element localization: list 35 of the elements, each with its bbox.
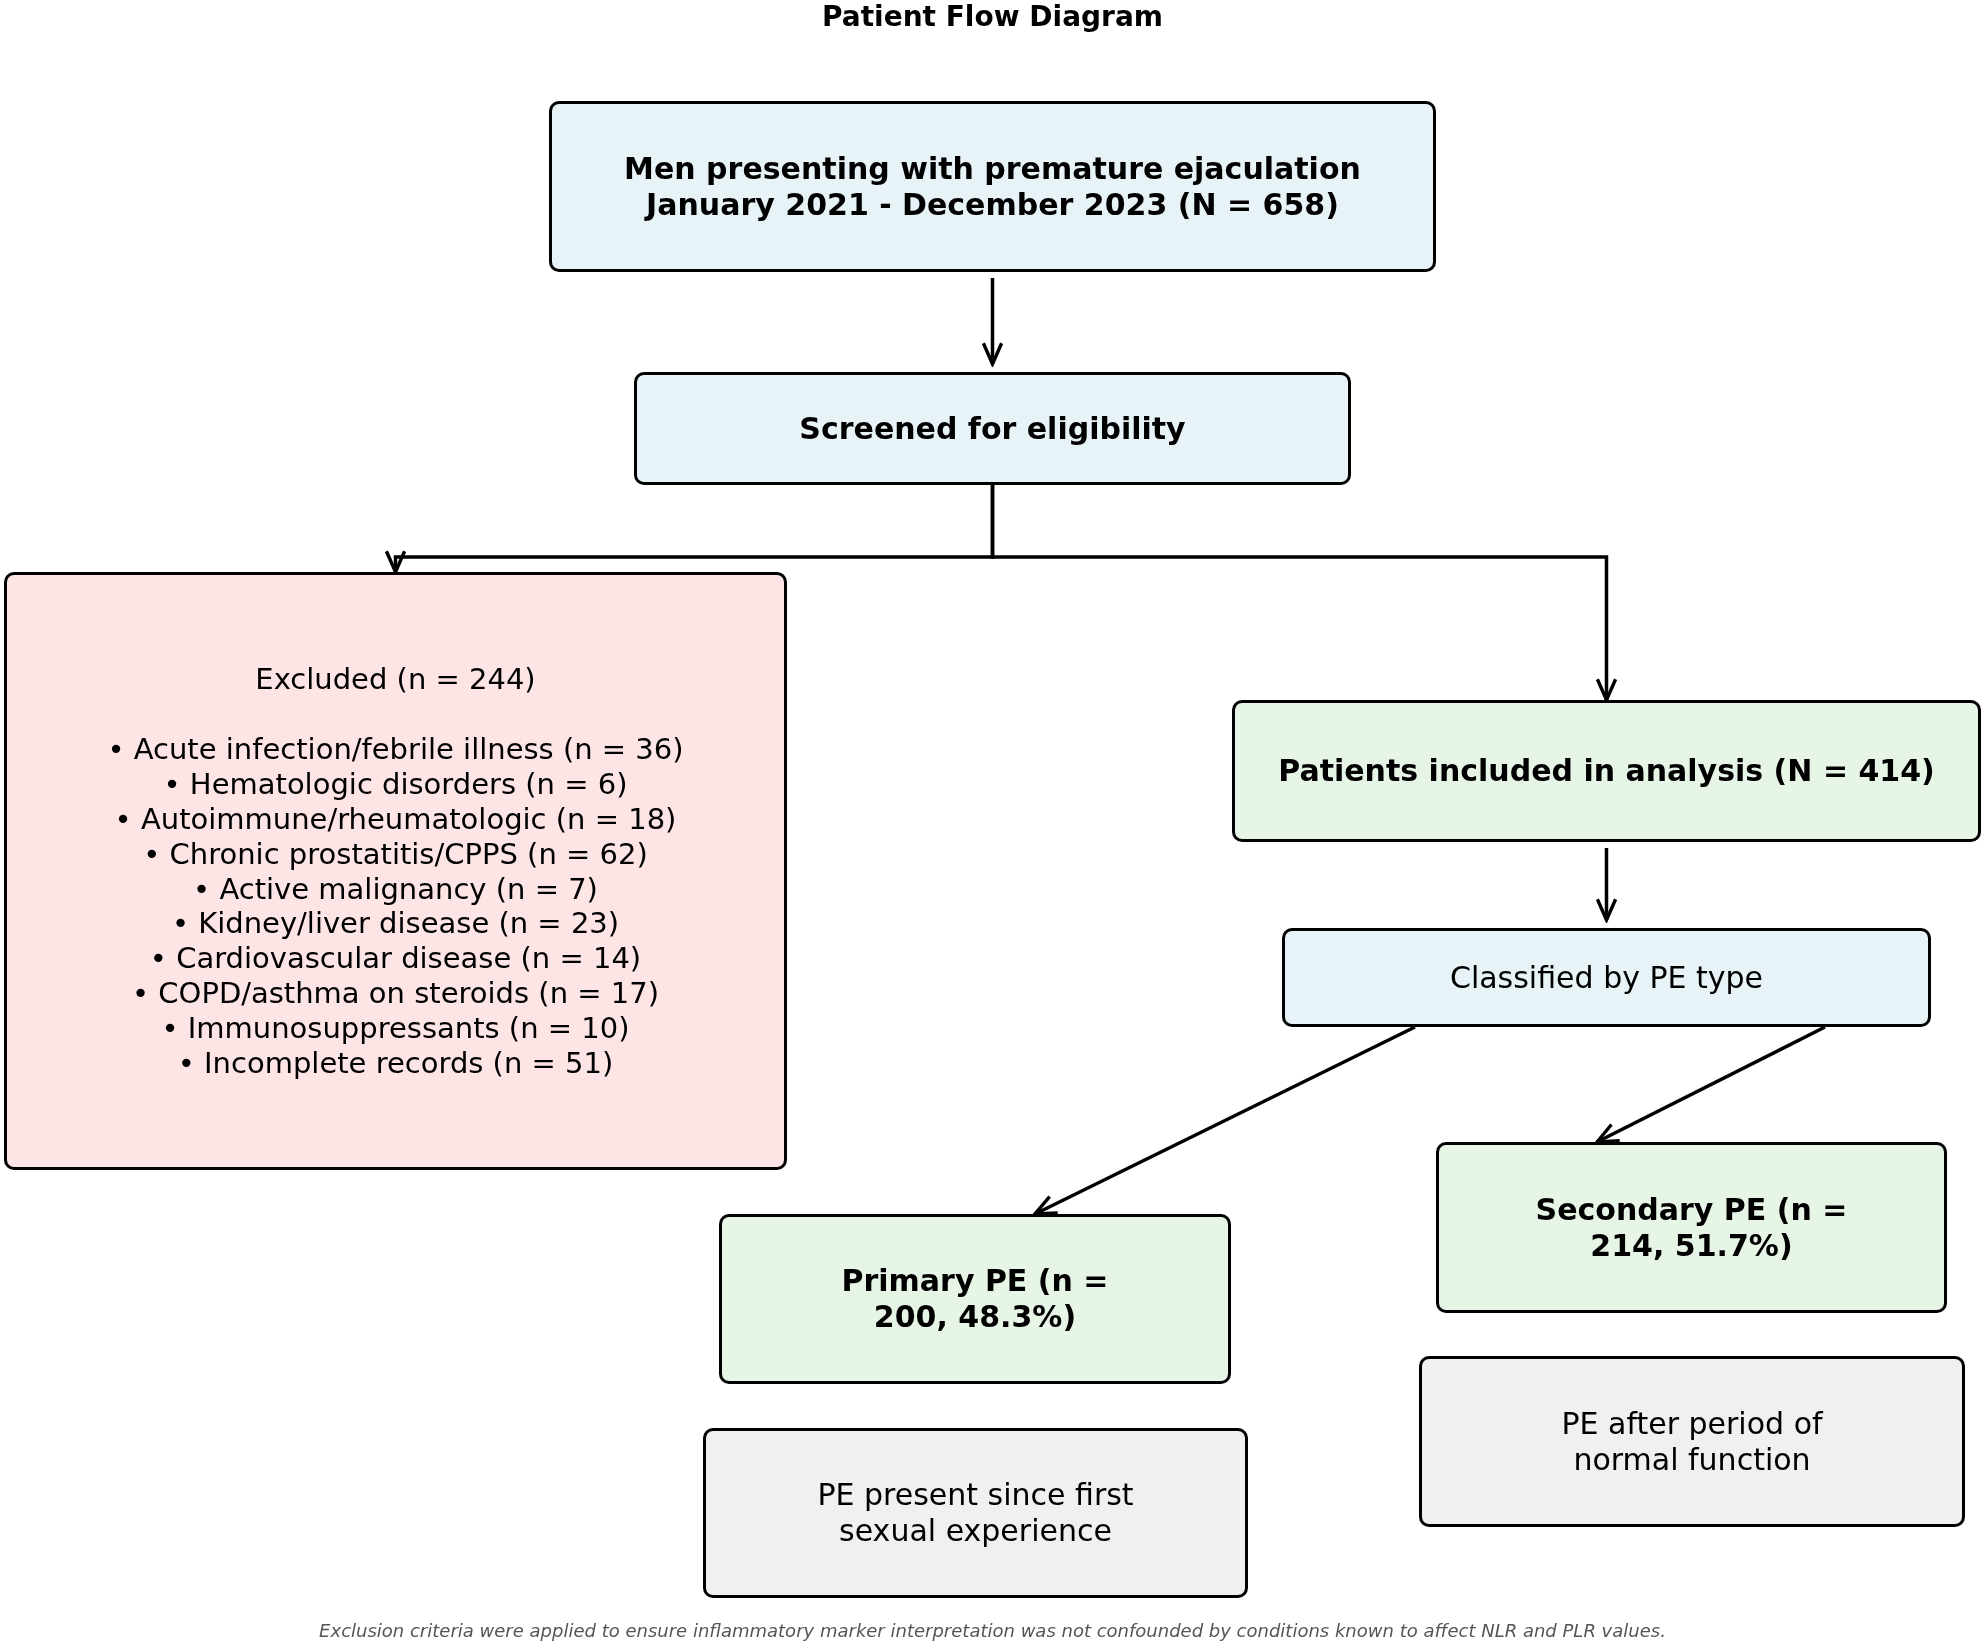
exclusion-box [4, 572, 787, 1170]
arrow [1595, 1025, 1826, 1144]
note-box [1419, 1356, 1965, 1527]
group-box [719, 1214, 1231, 1384]
note-box [703, 1428, 1248, 1598]
diagram-title: Patient Flow Diagram [821, 0, 1164, 33]
caption: Exclusion criteria were applied to ensure inflammatory marker interpretation was not confounded by conditions known to affect NLR and PLR values. [318, 1620, 1667, 1641]
process-box [1232, 700, 1981, 842]
arrow [1033, 1025, 1416, 1216]
list-item: • Incomplete records (n = 51) [176, 1045, 615, 1081]
list-item: • Acute infection/febrile illness (n = 36) [106, 732, 685, 768]
process-box [1282, 928, 1931, 1027]
box-text: Classified by PE type [1448, 959, 1765, 996]
list-item: • Autoimmune/rheumatologic (n = 18) [113, 802, 678, 837]
list-item: • Active malignancy (n = 7) [192, 871, 599, 907]
arrow [1595, 848, 1618, 922]
box-text: PE after period of normal function [1560, 1405, 1824, 1478]
arrow [990, 485, 1618, 702]
list-item: • Hematologic disorders (n = 6) [162, 767, 629, 802]
box-text: Primary PE (n = 200, 48.3%) [840, 1263, 1110, 1335]
box-heading: Excluded (n = 244) [254, 661, 537, 697]
list-item: • Kidney/liver disease (n = 23) [170, 906, 621, 942]
box-text: Screened for eligibility [798, 410, 1187, 447]
group-box [1436, 1142, 1947, 1313]
list-item: • Chronic prostatitis/CPPS (n = 62) [142, 836, 649, 872]
list-item: • Cardiovascular disease (n = 14) [148, 941, 643, 976]
box-text: Men presenting with premature ejaculation January 2021 - December 2023 (N = 658) [623, 150, 1362, 223]
process-box [549, 101, 1436, 272]
list-item: • Immunosuppressants (n = 10) [160, 1010, 631, 1046]
process-box [634, 372, 1351, 485]
list-item: • COPD/asthma on steroids (n = 17) [131, 976, 660, 1011]
box-text: PE present since first sexual experience [816, 1477, 1135, 1549]
arrow [981, 278, 1004, 366]
box-text: Secondary PE (n = 214, 51.7%) [1534, 1191, 1849, 1264]
box-text: Patients included in analysis (N = 414) [1277, 753, 1936, 789]
